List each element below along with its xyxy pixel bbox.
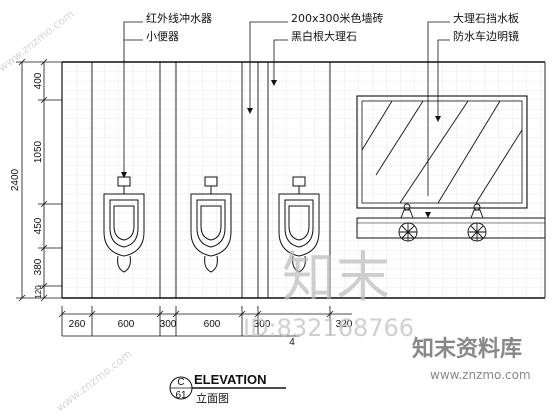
title-block: [169, 376, 286, 400]
dim-h-6: 320: [336, 319, 353, 330]
label-urinal: 小便器: [146, 30, 179, 43]
watermark-site-url: www.znzmo.com: [430, 368, 531, 382]
dim-h-3: 300: [160, 319, 177, 330]
mirror: [356, 95, 528, 209]
wall-tile-area-left: [62, 62, 330, 298]
dim-v-2: 1050: [33, 140, 44, 163]
label-black-marble: 黑白根大理石: [291, 29, 357, 43]
dim-h-5: 300: [254, 319, 271, 330]
urinal-3: [278, 176, 320, 273]
dim-v-4: 380: [33, 258, 44, 275]
label-marble-splash: 大理石挡水板: [453, 11, 519, 25]
sink-drain-2: [467, 222, 487, 242]
dim-v-5: 120: [34, 285, 43, 299]
dim-v-3: 450: [33, 217, 44, 234]
partition-lines: [91, 62, 546, 298]
vertical-dimension-lines: [16, 58, 62, 302]
dim-h-4: 600: [204, 319, 221, 330]
faucet-1: [400, 203, 414, 219]
vanity-counter: [356, 217, 546, 239]
dim-h-2: 600: [118, 319, 135, 330]
watermark-site-cn: 知末资料库: [412, 336, 522, 362]
title-sheet-number: 61: [175, 390, 187, 401]
leader-lines: [123, 21, 450, 196]
watermark-id: ID:832168766: [243, 314, 414, 342]
faucet-2: [470, 203, 484, 219]
dim-v-1: 400: [33, 72, 44, 89]
title-sub: 立面图: [196, 391, 229, 405]
dim-h-partial: 4: [289, 337, 295, 348]
watermark-brand: 知末: [282, 246, 390, 309]
label-mirror: 防水车边明镜: [453, 29, 519, 43]
label-infrared-flusher: 红外线冲水器: [146, 11, 212, 25]
dim-total-height: 2400: [10, 168, 21, 191]
leader-arrows: [121, 80, 441, 218]
horizontal-dimension-lines: [58, 306, 352, 337]
watermark-diag-2: www.znzmo.com: [54, 347, 135, 414]
title-main: ELEVATION: [194, 372, 266, 387]
label-wall-tile: 200x300米色墙砖: [291, 11, 384, 25]
urinal-2: [190, 176, 232, 273]
urinal-1: [103, 176, 145, 273]
sink-drain-1: [398, 222, 418, 242]
title-section-code: C: [177, 377, 184, 388]
dim-h-1: 260: [69, 319, 86, 330]
